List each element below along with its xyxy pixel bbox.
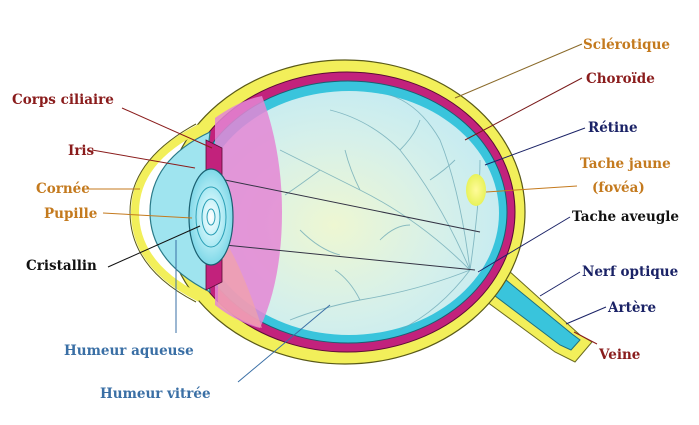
label-corps-ciliaire: Corps ciliaire xyxy=(12,92,114,108)
label-fovea: (fovéa) xyxy=(592,180,645,196)
label-tache-jaune: Tache jaune xyxy=(580,156,671,172)
label-tache-aveugle: Tache aveugle xyxy=(572,209,679,225)
label-nerf-optique: Nerf optique xyxy=(582,264,678,280)
label-cristallin: Cristallin xyxy=(26,258,97,274)
label-cornee: Cornée xyxy=(36,181,90,197)
label-pupille: Pupille xyxy=(44,206,97,222)
label-sclerotique: Sclérotique xyxy=(583,37,670,53)
label-veine: Veine xyxy=(598,347,640,363)
fovea-spot xyxy=(466,174,486,206)
label-choroide: Choroïde xyxy=(586,71,655,87)
label-retine: Rétine xyxy=(588,120,638,136)
label-artere: Artère xyxy=(607,300,656,316)
label-iris: Iris xyxy=(68,143,95,159)
label-humeur-vitree: Humeur vitrée xyxy=(100,386,211,402)
label-humeur-aqueuse: Humeur aqueuse xyxy=(64,343,194,359)
